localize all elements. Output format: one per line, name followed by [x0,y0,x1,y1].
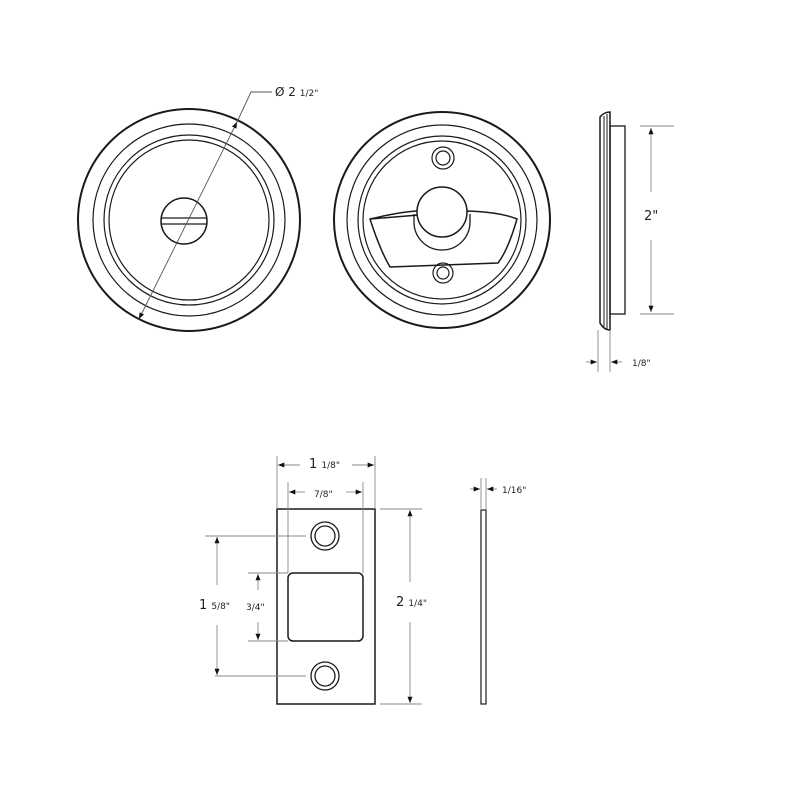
opening-width-label: 7/8" [314,486,333,502]
strike-opening [287,572,364,642]
strike-hole-top [310,521,340,551]
slotted-turn-knob [160,197,208,245]
diameter-label: Ø 2 1/2" [275,85,319,101]
cup-side-profile-view [599,111,626,331]
cup-height-label: 2" [644,209,659,224]
strike-width-label: 1 1/8" [309,457,341,473]
hole-spacing-label: 1 5/8" [199,598,231,614]
screw-hole-top [431,146,455,170]
strike-plate-side-view [470,478,497,705]
inner-release-view [333,111,551,329]
opening-height-label: 3/4" [246,599,265,615]
diameter-dimension [138,91,272,320]
strike-dimension-lines [205,456,422,705]
outer-privacy-turn-view [77,108,301,332]
release-knob [416,186,468,238]
cup-thickness-dimension [586,330,622,372]
finger-pull [368,210,518,268]
strike-height-label: 2 1/4" [396,595,428,611]
strike-plate-front-view [276,508,376,705]
screw-hole-bottom [432,262,454,284]
cup-height-dimension [640,125,674,315]
strike-hole-bottom [310,661,340,691]
cup-thickness-label: 1/8" [632,355,651,371]
strike-thickness-label: 1/16" [502,482,527,498]
